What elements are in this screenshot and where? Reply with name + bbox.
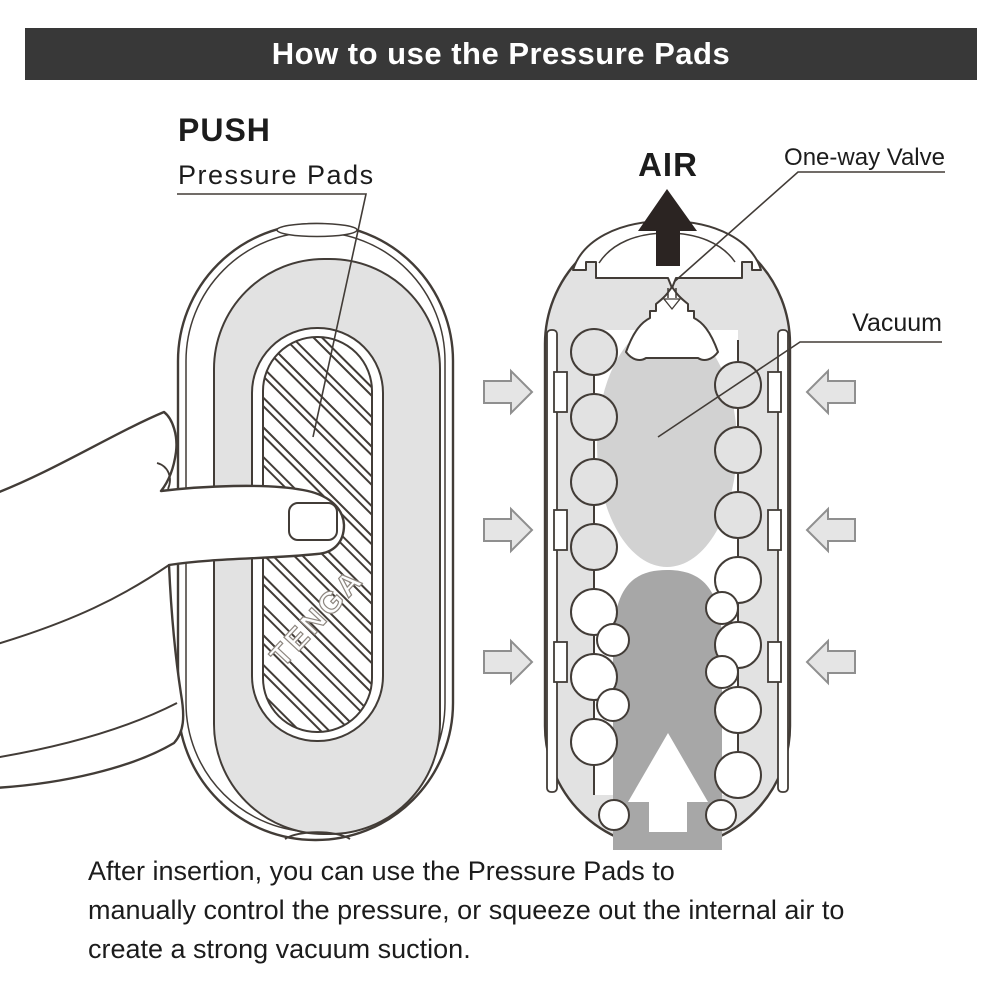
body-lobes: [570, 328, 762, 571]
hand-crease-upper: [0, 564, 170, 645]
one-way-valve-label: One-way Valve: [784, 144, 945, 171]
rail-pad: [767, 371, 782, 413]
fingernail: [288, 502, 338, 541]
vacuum-label: Vacuum: [852, 309, 942, 337]
title-bar: How to use the Pressure Pads: [25, 28, 977, 80]
vacuum-region: [597, 323, 737, 567]
hand-crease-lower: [0, 702, 178, 758]
hand-illustration: [0, 410, 346, 789]
pads-leader-line: [177, 193, 367, 438]
side-rails: [546, 329, 789, 793]
rail-pad: [553, 371, 568, 413]
caption-line: After insertion, you can use the Pressur…: [88, 856, 675, 886]
device-push-diagram: TENGA PUSH Pressure Pads: [0, 112, 455, 842]
squeeze-arrow-icon: [483, 370, 533, 414]
caption-line: manually control the pressure, or squeez…: [88, 895, 845, 925]
squeeze-arrow-icon: [806, 370, 856, 414]
device-top-notch: [276, 222, 358, 238]
page-title: How to use the Pressure Pads: [271, 36, 731, 71]
squeeze-arrow-icon: [483, 640, 533, 684]
pressure-pads-label: Pressure Pads: [178, 160, 375, 190]
device-bottom-notch: [284, 831, 351, 840]
hand-knuckle-crease: [156, 462, 171, 490]
rail-pad: [767, 641, 782, 683]
rail-pad: [767, 509, 782, 551]
air-up-arrow-icon: [638, 189, 697, 266]
air-label: AIR: [638, 146, 698, 183]
push-label: PUSH: [178, 112, 271, 148]
one-way-valve-knob: [625, 286, 719, 361]
valve-stem: [667, 288, 677, 298]
squeeze-arrow-icon: [483, 508, 533, 552]
rail-pad: [553, 509, 568, 551]
channel-lobes: [570, 556, 762, 831]
valve-leader-line: [673, 171, 945, 283]
rail-pad: [553, 641, 568, 683]
squeeze-arrow-icon: [806, 508, 856, 552]
valve-fork: [662, 298, 682, 311]
caption-line: create a strong vacuum suction.: [88, 934, 471, 964]
suction-up-arrow: [628, 733, 708, 832]
cross-section-diagram: AIR One-way Valve Vacuum: [483, 144, 945, 850]
caption-paragraph: After insertion, you can use the Pressur…: [88, 852, 968, 969]
vacuum-leader-line: [657, 341, 942, 438]
squeeze-arrow-icon: [806, 640, 856, 684]
hand-silhouette: [0, 410, 346, 789]
